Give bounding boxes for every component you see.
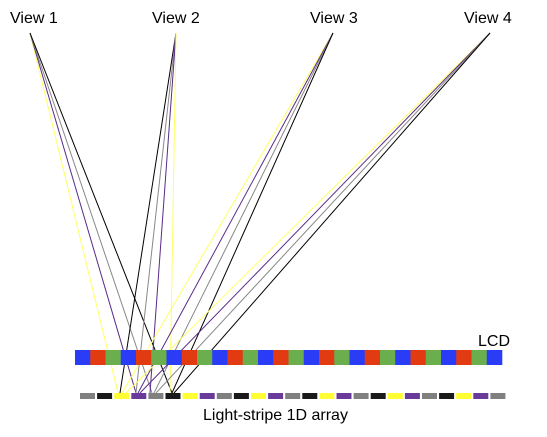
lcd-cell	[395, 350, 411, 365]
lcd-cell	[425, 350, 442, 365]
ray-view-4	[125, 32, 491, 394]
ray-view-2	[149, 32, 177, 394]
lcd-cell	[136, 350, 152, 365]
lcd-cell	[456, 350, 472, 365]
lcd-cell	[288, 350, 305, 365]
light-stripe	[182, 393, 198, 399]
ray-view-3	[153, 32, 334, 394]
ray-view-4	[173, 32, 491, 394]
lcd-cell	[441, 350, 457, 365]
ray-view-2	[119, 32, 177, 394]
light-rays	[29, 32, 491, 394]
light-stripe	[80, 393, 95, 399]
view-1-label: View 1	[10, 10, 58, 27]
lcd-cell	[471, 350, 488, 365]
light-stripe	[319, 393, 335, 399]
lcd-cell	[258, 350, 274, 365]
view-3-label: View 3	[310, 10, 358, 27]
view-4-label: View 4	[464, 10, 512, 27]
lcd-cell	[105, 350, 122, 365]
light-stripe	[216, 393, 232, 399]
lcd-cell	[273, 350, 289, 365]
lcd-cell	[410, 350, 427, 365]
lcd-label: LCD	[478, 333, 510, 350]
ray-view-1	[29, 32, 137, 394]
light-stripe	[490, 393, 506, 399]
lcd-cell	[212, 350, 228, 365]
ray-view-3	[137, 32, 334, 394]
lcd-cell	[197, 350, 213, 365]
lcd-cell	[364, 350, 381, 365]
light-stripe	[114, 393, 130, 399]
light-stripe	[439, 393, 455, 399]
light-stripe-array	[80, 393, 506, 399]
light-stripe	[268, 393, 284, 399]
lcd-cell	[181, 350, 198, 365]
lcd-cell	[303, 350, 320, 365]
ray-view-1	[29, 32, 173, 394]
lcd-cell	[334, 350, 350, 365]
lcd-bar	[75, 350, 503, 365]
lcd-cell	[75, 350, 91, 365]
ray-view-2	[169, 32, 177, 394]
ray-view-4	[139, 32, 491, 394]
light-stripe	[456, 393, 472, 399]
light-stripe	[199, 393, 215, 399]
lcd-cell	[242, 350, 259, 365]
view-2-label: View 2	[152, 10, 200, 27]
lcd-cell	[486, 350, 503, 365]
lcd-cell	[380, 350, 396, 365]
lcd-cell	[166, 350, 183, 365]
light-stripe	[285, 393, 301, 399]
light-stripe	[387, 393, 403, 399]
lcd-cell	[227, 350, 244, 365]
light-stripe	[336, 393, 352, 399]
light-stripe-array-label: Light-stripe 1D array	[203, 407, 348, 424]
ray-view-3	[171, 32, 334, 394]
light-stripe	[165, 393, 181, 399]
light-stripe	[473, 393, 489, 399]
ray-view-2	[135, 32, 177, 394]
lcd-cell	[319, 350, 335, 365]
light-stripe	[302, 393, 318, 399]
ray-view-1	[29, 32, 153, 394]
ray-view-1	[29, 32, 119, 394]
lcd-cell	[151, 350, 167, 365]
light-stripe	[251, 393, 266, 399]
light-stripe	[97, 393, 113, 399]
light-stripe	[148, 393, 164, 399]
light-stripe	[233, 393, 249, 399]
ray-view-3	[121, 32, 334, 394]
ray-view-4	[155, 32, 491, 394]
lcd-cell	[349, 350, 366, 365]
light-stripe	[404, 393, 420, 399]
lcd-cell	[120, 350, 137, 365]
light-stripe	[131, 393, 147, 399]
light-stripe	[422, 393, 437, 399]
lcd-cell	[90, 350, 106, 365]
light-stripe	[370, 393, 386, 399]
light-stripe	[353, 393, 369, 399]
